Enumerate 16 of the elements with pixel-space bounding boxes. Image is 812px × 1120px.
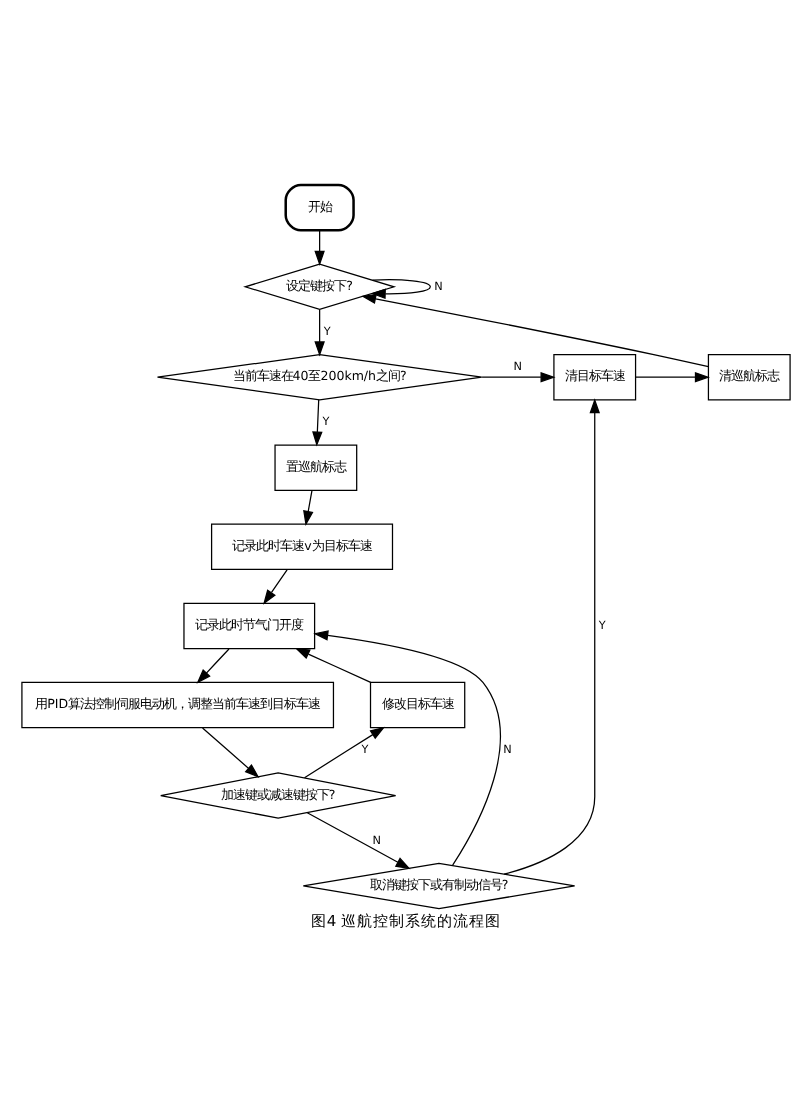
arrow	[303, 490, 314, 526]
arrow	[635, 371, 710, 383]
arrow	[263, 569, 288, 605]
arrow	[314, 309, 325, 357]
arrow	[303, 726, 386, 779]
arrow	[314, 230, 325, 266]
arrow	[313, 630, 501, 866]
arrow	[481, 371, 556, 383]
arrow	[312, 399, 323, 447]
arrow	[503, 398, 601, 875]
arrow	[196, 648, 230, 684]
arrow	[306, 812, 411, 870]
arrow	[294, 647, 372, 684]
arrow	[201, 727, 260, 778]
arrow	[361, 293, 710, 368]
arrow	[370, 279, 431, 300]
